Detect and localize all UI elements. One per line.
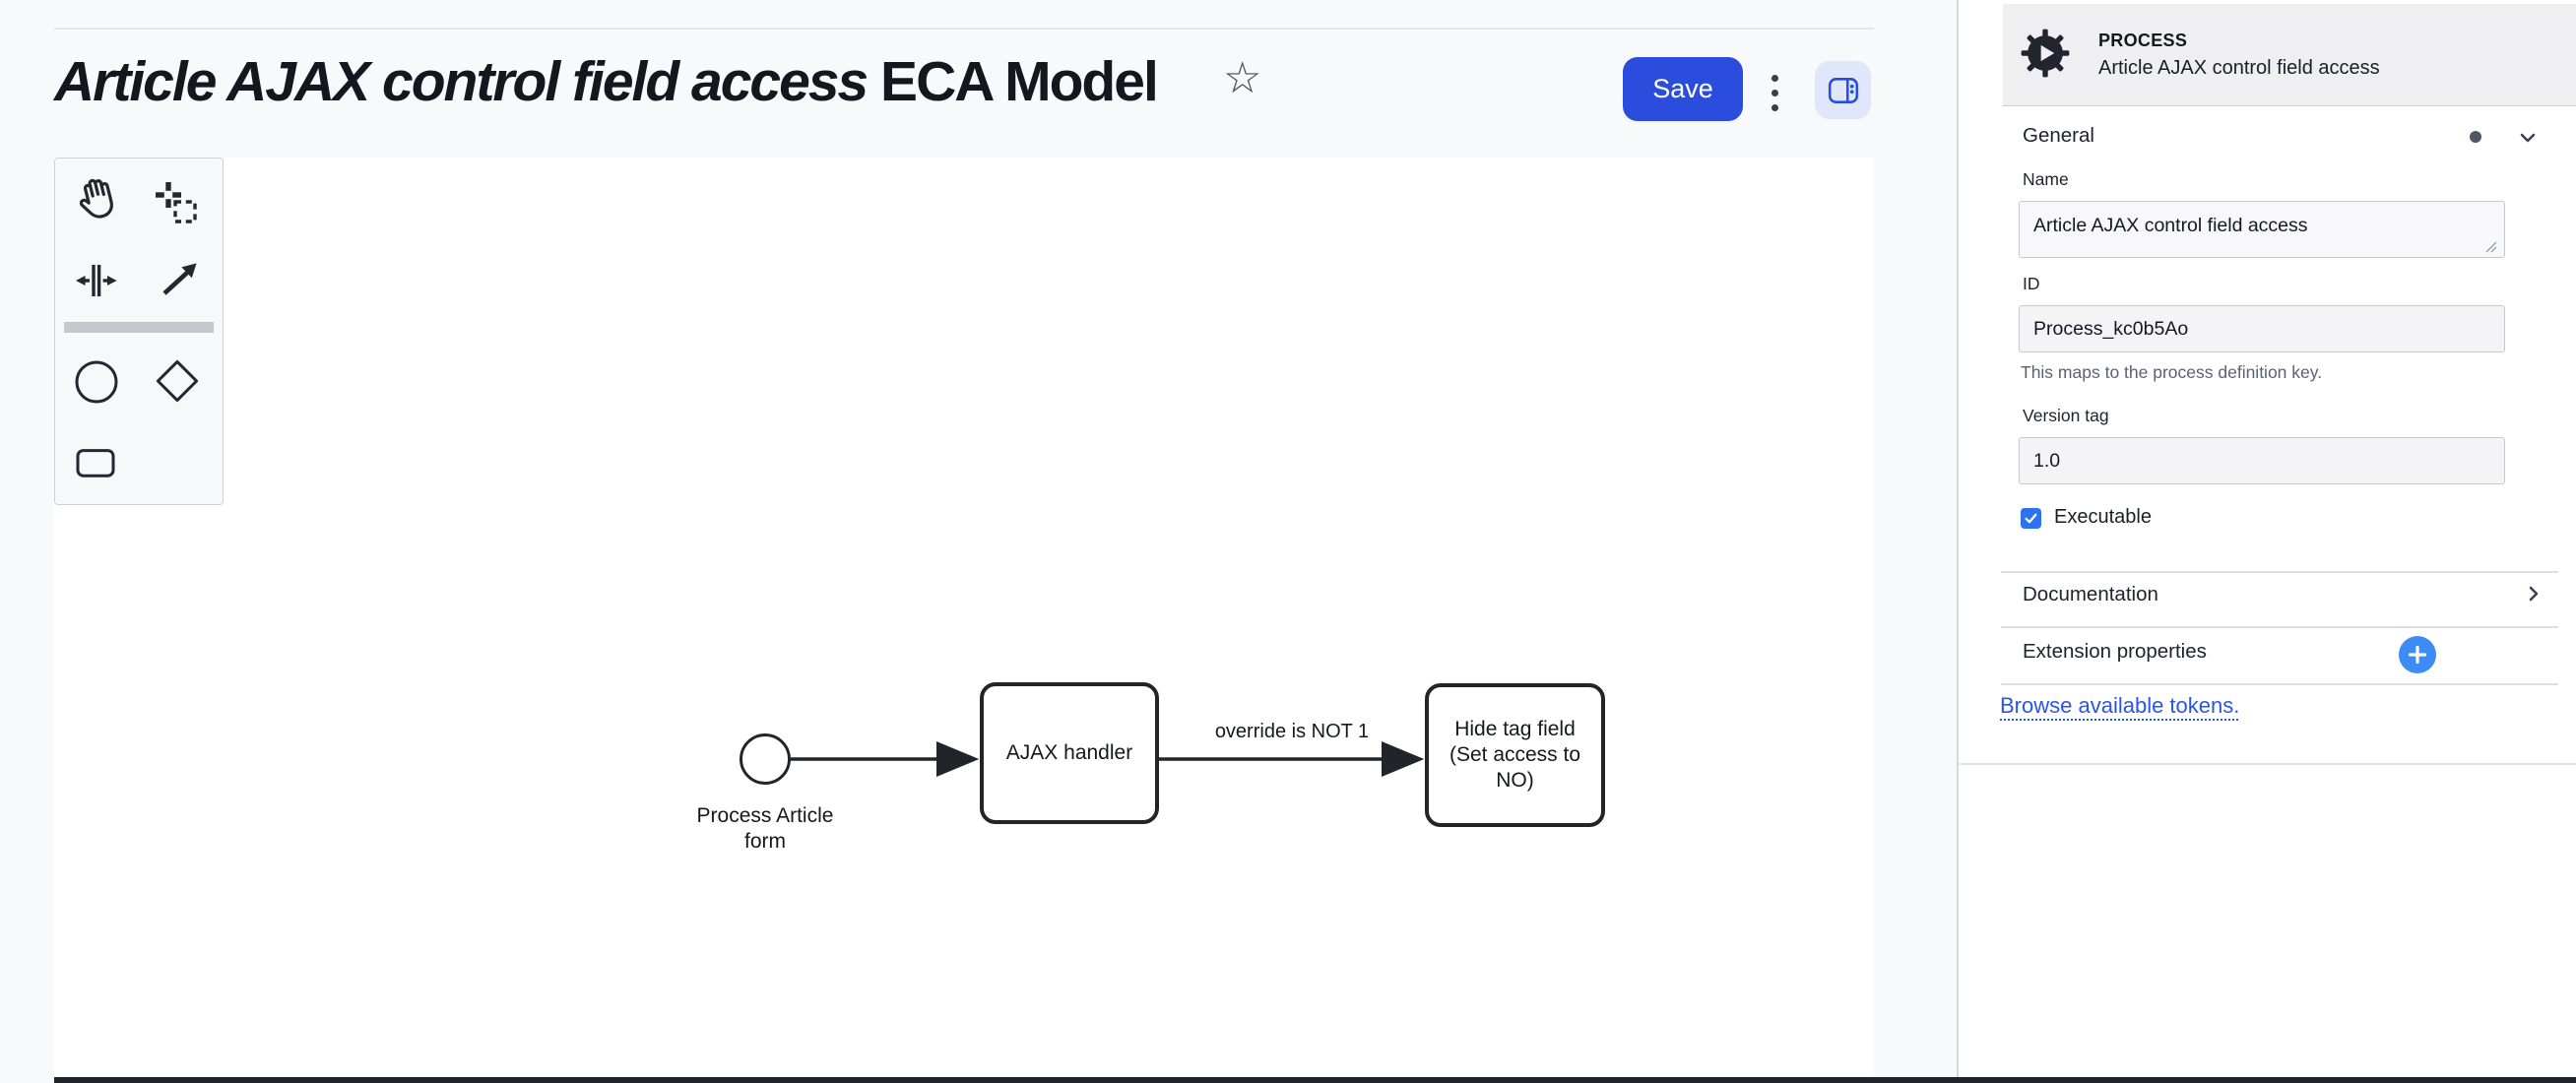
id-field-label: ID	[2023, 274, 2040, 293]
section-extension-properties-title[interactable]: Extension properties	[2023, 640, 2207, 663]
start-event-label[interactable]: Process Article form	[696, 804, 834, 853]
browse-tokens-link[interactable]: Browse available tokens.	[2000, 693, 2240, 718]
space-tool-icon[interactable]	[72, 257, 119, 304]
create-start-event-icon[interactable]	[73, 358, 120, 406]
name-field-label: Name	[2023, 169, 2069, 189]
general-chevron-down-icon[interactable]	[2516, 126, 2540, 150]
element-name-label: Article AJAX control field access	[2098, 57, 2380, 79]
task-hide-tag-field[interactable]: Hide tag field (Set access to NO)	[1425, 683, 1605, 827]
version-tag-input[interactable]	[2019, 437, 2505, 484]
section-divider	[2001, 571, 2558, 573]
section-divider	[2001, 683, 2558, 685]
version-tag-field-label: Version tag	[2023, 406, 2109, 425]
connect-tool-icon[interactable]	[156, 255, 203, 302]
section-general-title[interactable]: General	[2023, 124, 2094, 147]
sequence-flow-label[interactable]: override is NOT 1	[1214, 721, 1370, 742]
task-ajax-handler[interactable]: AJAX handler	[980, 682, 1159, 824]
model-suffix-text: ECA Model	[867, 50, 1159, 113]
hand-tool-icon[interactable]	[72, 175, 119, 223]
more-options-kebab-icon[interactable]	[1771, 75, 1779, 119]
add-extension-property-button[interactable]	[2399, 636, 2436, 673]
lasso-tool-icon[interactable]	[152, 178, 199, 225]
bottom-edge-bar	[54, 1077, 2576, 1083]
bpmn-canvas[interactable]: Process Article form AJAX handler overri…	[54, 158, 1874, 1077]
sequence-flows	[791, 741, 1425, 777]
create-task-icon[interactable]	[72, 439, 119, 486]
documentation-chevron-right-icon[interactable]	[2522, 582, 2545, 605]
executable-checkbox[interactable]	[2021, 508, 2041, 529]
panel-layout-icon	[1827, 74, 1860, 107]
section-documentation-title[interactable]: Documentation	[2023, 583, 2158, 605]
page-title: Article AJAX control field access ECA Mo…	[54, 49, 1159, 114]
plus-icon	[2407, 644, 2428, 666]
executable-checkbox-label[interactable]: Executable	[2054, 506, 2152, 528]
process-gear-icon	[2020, 28, 2071, 84]
panel-bottom-divider	[1959, 763, 2576, 765]
save-button[interactable]: Save	[1623, 57, 1743, 121]
section-divider	[2001, 626, 2558, 628]
name-input[interactable]: Article AJAX control field access	[2019, 201, 2505, 258]
element-type-label: PROCESS	[2098, 31, 2188, 50]
palette-separator	[64, 322, 214, 333]
selected-element-header: PROCESS Article AJAX control field acces…	[2003, 4, 2576, 106]
favorite-star-icon[interactable]: ☆	[1223, 54, 1262, 102]
header-divider	[54, 28, 1874, 30]
id-input[interactable]	[2019, 305, 2505, 352]
bpmn-palette	[54, 158, 224, 505]
general-filled-dot-indicator	[2470, 131, 2481, 143]
properties-panel: PROCESS Article AJAX control field acces…	[1957, 0, 2576, 1083]
model-name-text: Article AJAX control field access	[54, 50, 869, 113]
id-help-text: This maps to the process definition key.	[2021, 362, 2323, 382]
start-event-shape[interactable]	[740, 733, 791, 785]
toggle-properties-panel-button[interactable]	[1815, 61, 1871, 119]
create-gateway-icon[interactable]	[154, 357, 201, 405]
